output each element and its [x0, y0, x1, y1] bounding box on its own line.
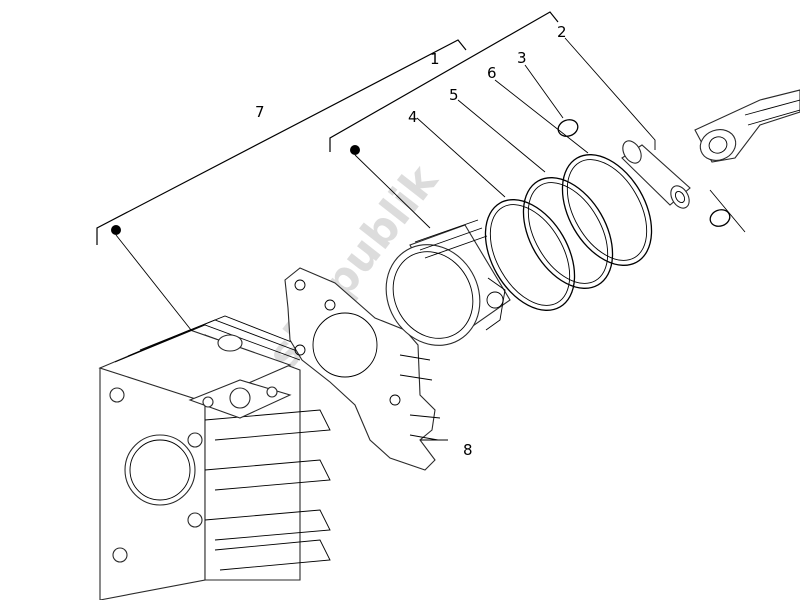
leader-cylinder	[115, 234, 196, 336]
leader-6	[494, 79, 589, 154]
leader-5	[457, 99, 546, 173]
callout-6: 6	[487, 64, 497, 82]
leader-3	[524, 64, 564, 119]
connecting-rod	[694, 89, 800, 163]
piston	[385, 219, 511, 346]
leader-4	[416, 117, 506, 198]
callout-4: 4	[408, 108, 418, 126]
assembly-dot-piston	[350, 145, 360, 155]
callout-5: 5	[449, 86, 459, 104]
circlip-lower	[709, 209, 731, 227]
callout-7: 7	[255, 103, 265, 121]
leader-2	[564, 37, 656, 150]
cylinder-base-gasket	[284, 267, 441, 471]
piston-ring-5	[522, 177, 614, 289]
callout-2: 2	[557, 23, 567, 41]
piston-pin	[621, 140, 691, 209]
callout-3: 3	[517, 49, 527, 67]
bracket-1-line	[329, 11, 559, 152]
cylinder-block	[98, 315, 331, 600]
assembly-dot-cylinder	[111, 225, 121, 235]
piston-ring-4	[484, 199, 576, 311]
circlip-upper	[557, 119, 579, 137]
leader-piston	[354, 154, 431, 229]
bracket-7-line	[96, 39, 467, 245]
callout-8: 8	[463, 441, 473, 459]
piston-ring-6	[561, 154, 653, 266]
callout-1: 1	[430, 50, 440, 68]
